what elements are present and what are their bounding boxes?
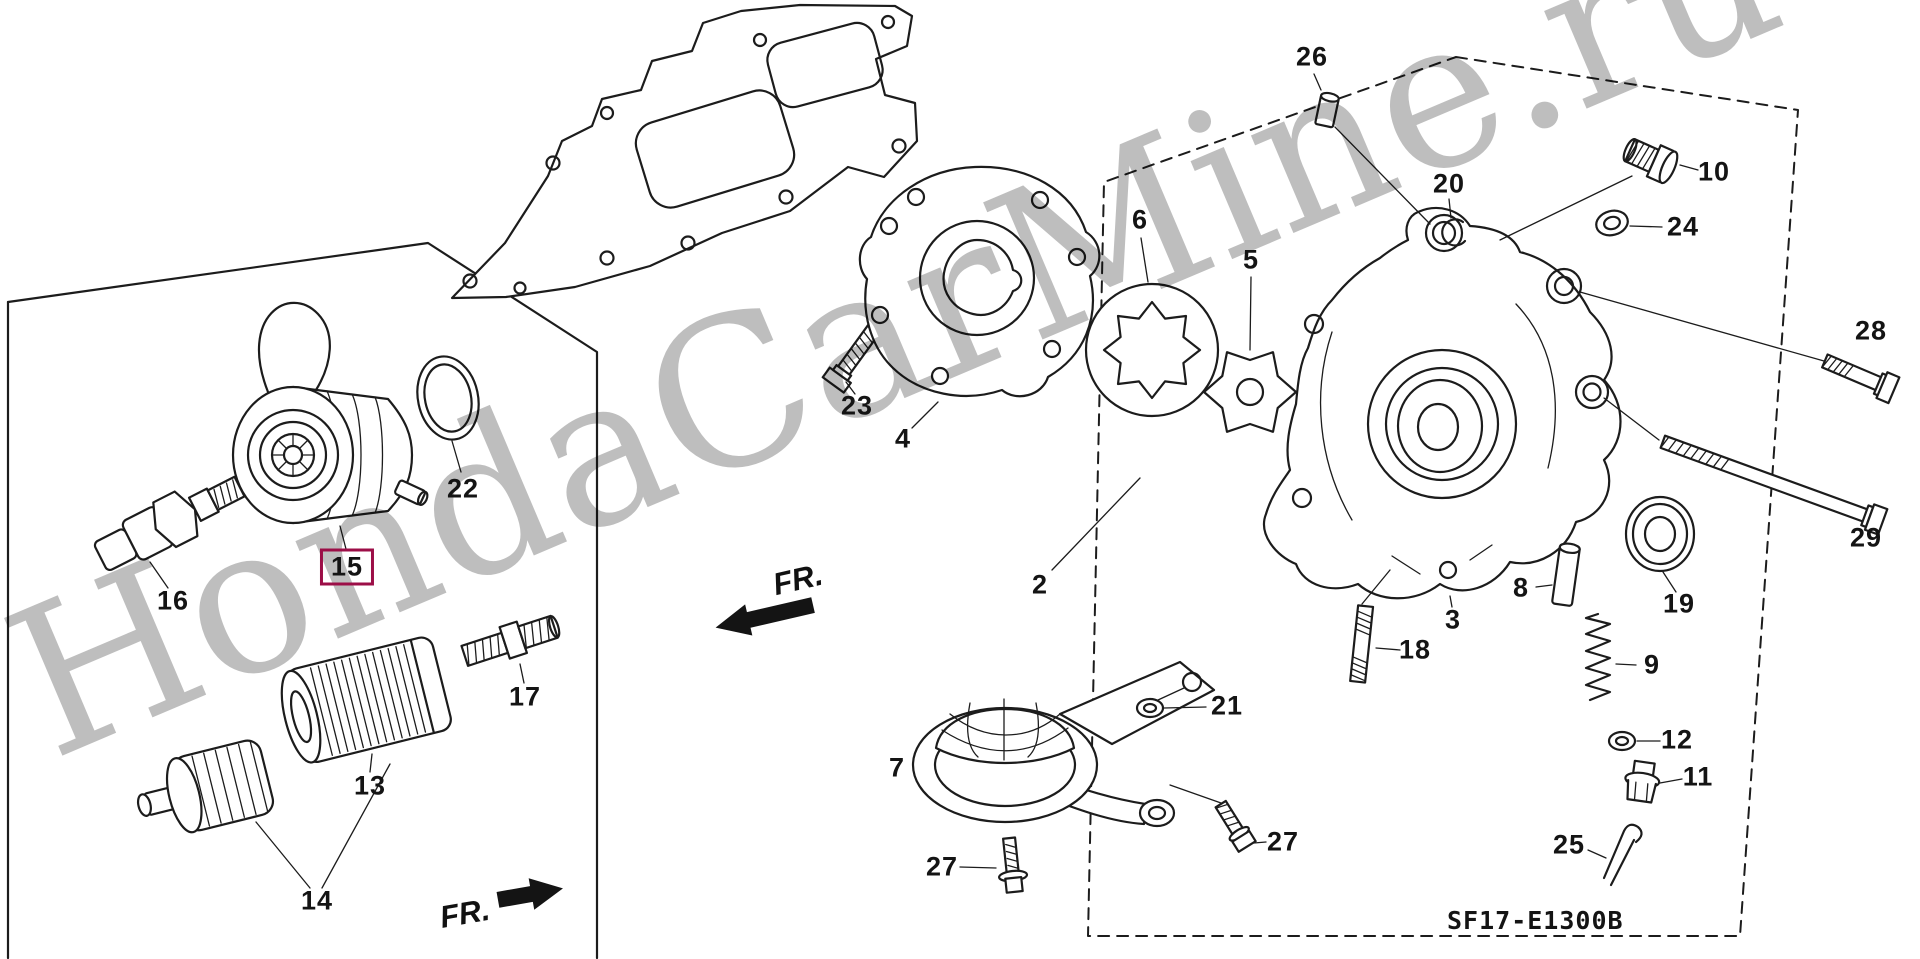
callout-27[interactable]: 27 <box>1266 826 1300 857</box>
bolt-27-left-sketch <box>959 836 1029 894</box>
callout-2[interactable]: 2 <box>1031 569 1049 600</box>
stud-bolt-sketch <box>1349 569 1401 684</box>
dowel-26-sketch <box>1313 73 1431 225</box>
callout-23[interactable]: 23 <box>840 390 874 421</box>
fr-arrow-upper <box>715 597 815 636</box>
callout-8[interactable]: 8 <box>1512 572 1530 603</box>
callout-9[interactable]: 9 <box>1643 649 1661 680</box>
callout-10[interactable]: 10 <box>1697 156 1731 187</box>
callout-18[interactable]: 18 <box>1398 634 1432 665</box>
fr-direction-label-lower: FR. <box>437 892 492 935</box>
callout-15-highlighted[interactable]: 15 <box>319 548 375 586</box>
callout-26[interactable]: 26 <box>1295 41 1329 72</box>
gasket-sketch <box>450 3 919 300</box>
inset-panel-border <box>6 241 599 959</box>
snap-ring-sketch <box>1441 198 1467 247</box>
split-pin-sketch <box>1587 823 1643 887</box>
callout-27[interactable]: 27 <box>925 851 959 882</box>
callout-17[interactable]: 17 <box>508 681 542 712</box>
callout-11[interactable]: 11 <box>1682 761 1714 792</box>
callout-5[interactable]: 5 <box>1242 244 1260 275</box>
oil-cooler-sketch <box>231 301 429 550</box>
o-ring-sketch <box>416 355 480 473</box>
callout-22[interactable]: 22 <box>446 473 480 504</box>
oil-seal-sketch <box>1624 495 1696 593</box>
callout-21[interactable]: 21 <box>1210 690 1244 721</box>
callout-29[interactable]: 29 <box>1849 522 1883 553</box>
relief-spring-sketch <box>1584 612 1637 702</box>
leader-part-2 <box>1051 477 1141 571</box>
callout-24[interactable]: 24 <box>1666 211 1700 242</box>
oil-strainer-sketch <box>911 660 1216 828</box>
dowel-pin-8-sketch <box>1535 542 1581 607</box>
assembly-boundary-dashed <box>1087 56 1799 937</box>
inner-rotor-sketch <box>1202 276 1298 433</box>
filter-element-sketch <box>136 739 391 889</box>
callout-12[interactable]: 12 <box>1660 724 1694 755</box>
callout-20[interactable]: 20 <box>1432 168 1466 199</box>
washer-12-sketch <box>1607 730 1661 752</box>
bolt-27-right-sketch <box>1169 784 1267 853</box>
oil-pump-housing-sketch <box>1263 207 1622 608</box>
callout-13[interactable]: 13 <box>353 770 387 801</box>
callout-3[interactable]: 3 <box>1444 604 1462 635</box>
fr-indicator-lower: FR. <box>437 878 563 935</box>
washer-24-sketch <box>1595 209 1663 237</box>
pump-cover-plate-sketch <box>858 165 1101 429</box>
union-bolt-sketch <box>460 614 561 684</box>
fr-arrow-lower <box>496 878 563 910</box>
callout-7[interactable]: 7 <box>888 752 906 783</box>
callout-6[interactable]: 6 <box>1131 204 1149 235</box>
plug-bolt-10-sketch <box>1499 138 1699 241</box>
diagram-code: SF17-E1300B <box>1447 906 1624 935</box>
oil-filter-sketch <box>280 636 452 773</box>
callout-16[interactable]: 16 <box>156 585 190 616</box>
callout-19[interactable]: 19 <box>1662 588 1696 619</box>
callout-25[interactable]: 25 <box>1552 829 1586 860</box>
callout-28[interactable]: 28 <box>1854 315 1888 346</box>
outer-rotor-sketch <box>1084 237 1220 418</box>
callout-4[interactable]: 4 <box>894 423 912 454</box>
bolt-29-sketch <box>1603 397 1889 536</box>
plug-bolt-11-sketch <box>1624 759 1683 804</box>
bolt-28-sketch <box>1579 291 1901 405</box>
callout-14[interactable]: 14 <box>300 885 334 916</box>
oil-pressure-switch-sketch <box>93 475 246 589</box>
washer-21-sketch <box>1135 687 1207 719</box>
